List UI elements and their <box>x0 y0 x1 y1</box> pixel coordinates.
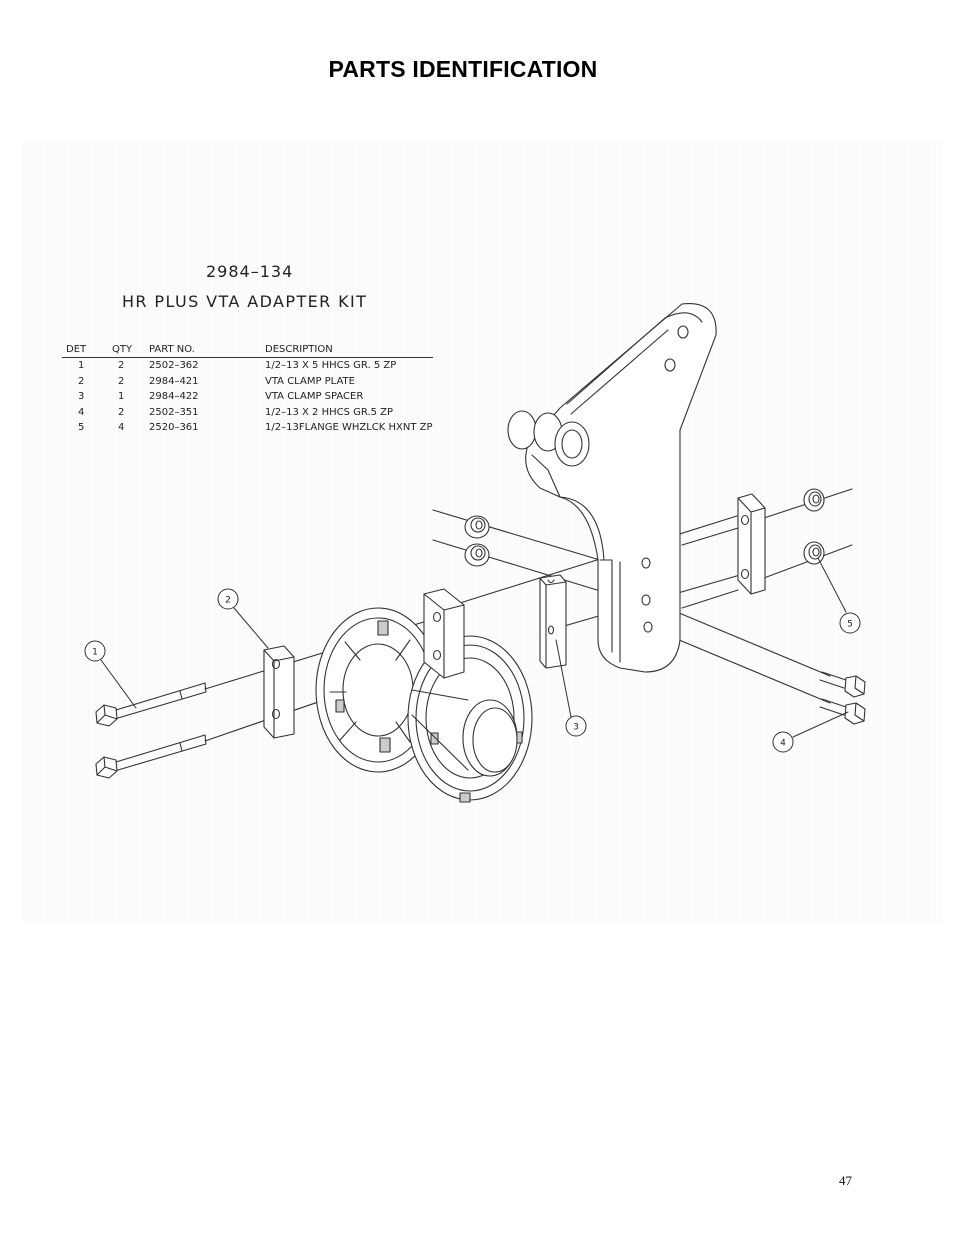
cell-part-no: 2984–422 <box>149 391 199 403</box>
flange-nut-upper-right <box>803 488 825 512</box>
vta-bracket-arm <box>507 303 717 673</box>
long-bolt-upper <box>95 682 207 727</box>
cell-qty: 2 <box>118 406 125 418</box>
cell-det: 1 <box>78 360 85 372</box>
short-bolt-lower <box>819 698 866 725</box>
cell-part-no: 2502–362 <box>149 360 199 372</box>
cell-det: 5 <box>78 422 85 434</box>
table-row: 3 1 2984–422 VTA CLAMP SPACER <box>62 389 433 405</box>
svg-text:5: 5 <box>847 620 853 630</box>
callout-leaders <box>100 557 849 738</box>
rear-clamp-plate <box>423 588 465 679</box>
svg-text:4: 4 <box>780 739 786 749</box>
callout-4: 4 <box>772 731 794 753</box>
clamp-spacer <box>539 574 567 669</box>
flange-nut-lower-right <box>803 541 825 565</box>
header-part-no: PART NO. <box>149 343 265 358</box>
header-det: DET <box>62 343 112 358</box>
table-row: 1 2 2502–362 1/2–13 X 5 HHCS GR. 5 ZP <box>62 358 433 374</box>
cell-description: 1/2–13 X 5 HHCS GR. 5 ZP <box>265 360 397 372</box>
cell-qty: 2 <box>118 375 125 387</box>
clamp-plate <box>263 645 295 739</box>
table-row: 5 4 2520–361 1/2–13FLANGE WHZLCK HXNT ZP <box>62 420 433 436</box>
parts-table: DET QTY PART NO. DESCRIPTION 1 2 2502–36… <box>62 343 433 436</box>
callout-5: 5 <box>839 612 861 634</box>
callout-3: 3 <box>565 715 587 737</box>
table-row: 2 2 2984–421 VTA CLAMP PLATE <box>62 374 433 390</box>
cell-qty: 4 <box>118 422 125 434</box>
cell-qty: 1 <box>118 391 125 403</box>
header-description: DESCRIPTION <box>265 343 433 358</box>
header-qty: QTY <box>112 343 149 358</box>
svg-text:3: 3 <box>573 723 579 733</box>
cell-part-no: 2520–361 <box>149 422 199 434</box>
cell-description: VTA CLAMP PLATE <box>265 375 355 387</box>
cell-description: 1/2–13FLANGE WHZLCK HXNT ZP <box>265 422 433 434</box>
cell-part-no: 2502–351 <box>149 406 199 418</box>
svg-text:2: 2 <box>225 596 231 606</box>
hub-spindle <box>315 607 533 803</box>
flange-nut-upper-left <box>464 515 490 539</box>
cell-qty: 2 <box>118 360 125 372</box>
rear-clamp-plate-right <box>737 493 766 595</box>
long-bolt-lower <box>95 734 207 779</box>
cell-det: 2 <box>78 375 85 387</box>
cell-det: 4 <box>78 406 85 418</box>
callout-2: 2 <box>217 588 239 610</box>
svg-text:1: 1 <box>92 648 98 658</box>
callout-1: 1 <box>84 640 106 662</box>
parts-table-header-row: DET QTY PART NO. DESCRIPTION <box>62 343 433 358</box>
flange-nut-lower-left <box>464 543 490 567</box>
table-row: 4 2 2502–351 1/2–13 X 2 HHCS GR.5 ZP <box>62 405 433 421</box>
kit-number: 2984–134 <box>206 262 294 281</box>
short-bolt-upper <box>819 671 866 698</box>
kit-name: HR PLUS VTA ADAPTER KIT <box>122 292 368 311</box>
page-title: PARTS IDENTIFICATION <box>328 56 598 82</box>
page-number: 47 <box>839 1173 852 1188</box>
cell-det: 3 <box>78 391 85 403</box>
cell-description: 1/2–13 X 2 HHCS GR.5 ZP <box>265 406 394 418</box>
cell-part-no: 2984–421 <box>149 375 199 387</box>
cell-description: VTA CLAMP SPACER <box>265 391 364 403</box>
